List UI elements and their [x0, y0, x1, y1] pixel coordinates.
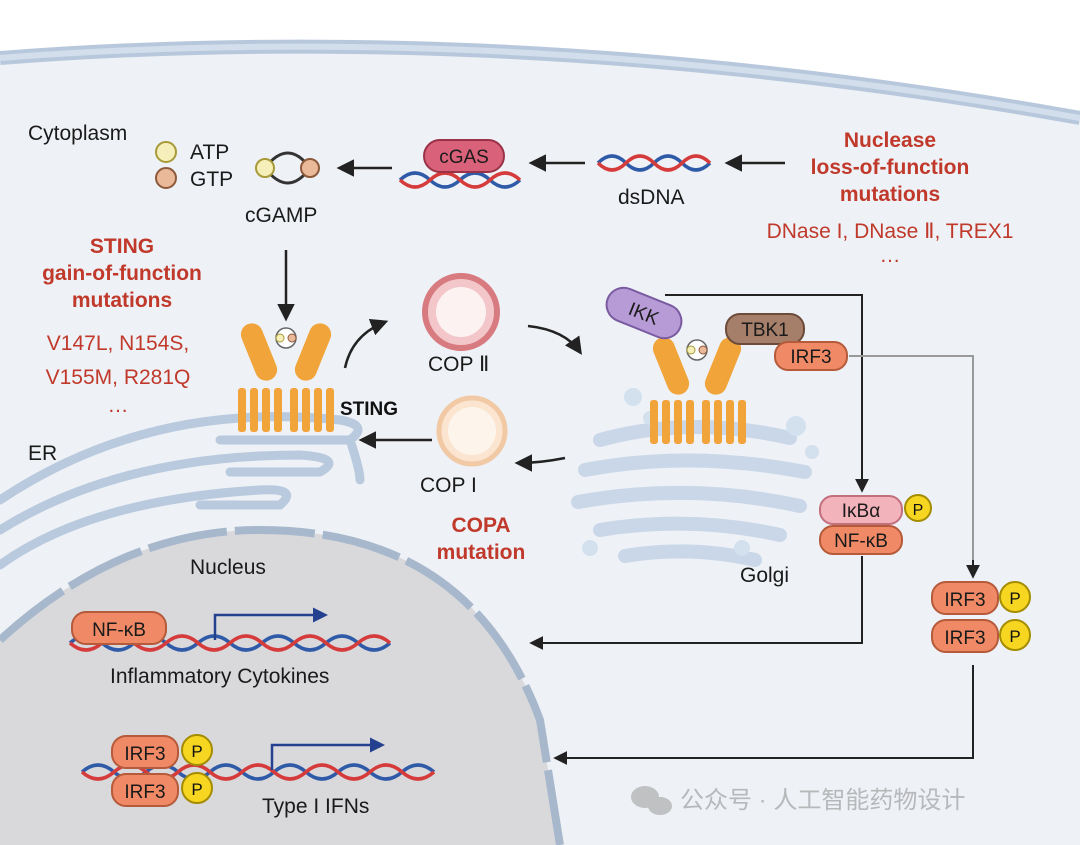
irf3-badge-1: [931, 581, 999, 615]
nfkb-badge-nucleus: [71, 611, 167, 645]
cgamp-label: cGAMP: [245, 204, 317, 227]
nfkb-label-nucleus: NF-κB: [92, 620, 146, 641]
atp-icon: [155, 141, 177, 163]
cgas-label: cGAS: [439, 147, 489, 168]
copa-title-2: mutation: [437, 541, 526, 564]
cgas-badge: [423, 139, 505, 173]
phospho-icon-nucleus-2: [181, 772, 213, 804]
phospho-label-2: P: [1009, 627, 1020, 646]
cytoplasm-label: Cytoplasm: [28, 122, 127, 145]
cop1-label: COP I: [420, 474, 477, 497]
ikba-label: IκBα: [842, 501, 880, 522]
phospho-label-nucleus-2: P: [191, 780, 202, 799]
arrow-golgi-cop1: [514, 454, 566, 472]
sting-gof-title-2: gain-of-function: [42, 262, 202, 285]
cgas-dna-icon: [398, 171, 522, 189]
tbk1-label: TBK1: [741, 320, 789, 341]
copa-title-1: COPA: [451, 514, 510, 537]
irf3-badge-nucleus-1: [111, 735, 179, 769]
irf3-badge-2: [931, 619, 999, 653]
phospho-label-ikba: P: [913, 502, 924, 519]
irf3-label-golgi: IRF3: [790, 347, 831, 368]
phospho-icon-1: [999, 581, 1031, 613]
irf3-label-2: IRF3: [944, 628, 985, 649]
sting-mutations-1: V147L, N154S,: [47, 332, 189, 355]
nuclease-title-3: mutations: [840, 183, 940, 206]
type1-ifns-label: Type I IFNs: [262, 795, 369, 818]
nuclease-examples: DNase I, DNase Ⅱ, TREX1: [767, 220, 1014, 243]
transcription-arrow-ifn: [270, 737, 385, 770]
cop2-vesicle-lumen: [436, 287, 486, 337]
sting-gof-title-1: STING: [90, 235, 154, 258]
irf3-badge-golgi: [774, 341, 848, 371]
watermark: 公众号 · 人工智能药物设计: [631, 786, 965, 815]
nfkb-label-cyto: NF-κB: [834, 531, 888, 552]
ikba-badge: [819, 495, 903, 525]
irf3-label-nucleus-1: IRF3: [124, 744, 165, 765]
dsdna-label: dsDNA: [618, 186, 685, 209]
sting-mutations-ellipsis: …: [108, 394, 129, 417]
dsdna-icon: [596, 154, 712, 172]
golgi-label: Golgi: [740, 564, 789, 587]
phospho-icon-2: [999, 619, 1031, 651]
irf3-label-1: IRF3: [944, 590, 985, 611]
atp-label: ATP: [190, 141, 229, 164]
nucleus-label: Nucleus: [190, 556, 266, 579]
golgi-vesicles: [582, 388, 819, 556]
phospho-label-nucleus-1: P: [191, 742, 202, 761]
tbk1-badge: [725, 313, 805, 345]
line-irf3-phospho: [849, 355, 974, 570]
er-label: ER: [28, 442, 57, 465]
watermark-text: 公众号 · 人工智能药物设计: [680, 787, 965, 814]
cgamp-icon: [255, 151, 320, 185]
golgi: [571, 420, 812, 567]
cop2-label: COP Ⅱ: [428, 353, 489, 376]
irf3-badge-nucleus-2: [111, 773, 179, 807]
irf3-label-nucleus-2: IRF3: [124, 782, 165, 803]
transcription-arrow-inflammatory: [213, 607, 328, 640]
gtp-icon: [155, 167, 177, 189]
nfkb-badge-cyto: [819, 525, 903, 555]
arrow-cop2-golgi: [527, 324, 582, 355]
ikk-badge: [605, 286, 683, 340]
nuclease-title-2: loss-of-function: [811, 156, 970, 179]
sting-label: STING: [340, 399, 398, 420]
phospho-icon-ikba: [904, 494, 932, 522]
sting-gof-title-3: mutations: [72, 289, 172, 312]
sting-protein-er: [238, 323, 334, 432]
gtp-label: GTP: [190, 168, 233, 191]
sting-mutations-2: V155M, R281Q: [46, 366, 191, 389]
arrow-ikk-ikba: [665, 294, 869, 493]
inflammatory-cytokines-label: Inflammatory Cytokines: [110, 665, 329, 688]
cop1-vesicle-lumen: [448, 407, 496, 455]
nuclease-ellipsis: …: [880, 244, 901, 267]
nuclease-title-1: Nuclease: [844, 129, 936, 152]
arrow-sting-cop2: [343, 318, 389, 369]
sting-protein-golgi: [650, 337, 746, 444]
phospho-icon-nucleus-1: [181, 734, 213, 766]
phospho-label-1: P: [1009, 589, 1020, 608]
arrow-irf3-nucleus: [553, 665, 974, 765]
arrow-nfkb-nucleus: [529, 556, 863, 650]
